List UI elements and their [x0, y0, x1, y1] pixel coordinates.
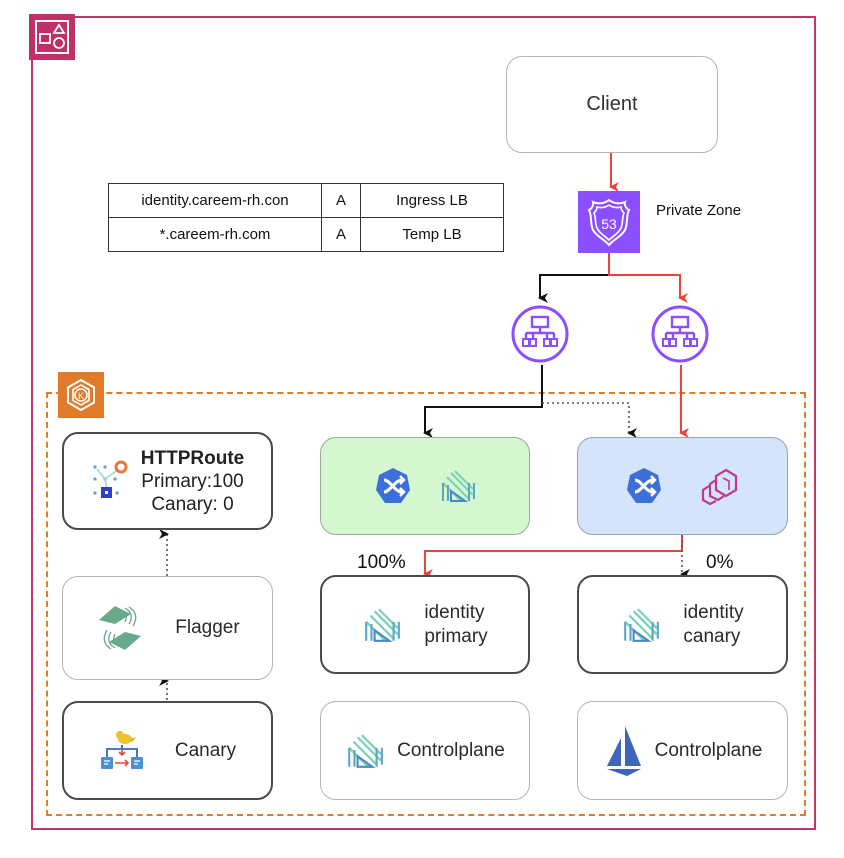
route53-to-temp-lb-arrow: [608, 253, 688, 303]
client-node[interactable]: Client: [506, 56, 718, 153]
eks-cluster-icon: K: [58, 372, 104, 418]
linkerd-gateway-node[interactable]: [320, 437, 530, 535]
route53-shield-icon: 53: [587, 198, 631, 247]
load-balancer-icon: [651, 305, 709, 363]
flagger-label: Flagger: [175, 617, 240, 638]
httproute-title: HTTPRoute: [140, 447, 245, 469]
client-label: Client: [586, 93, 638, 115]
linkerd-icon: [624, 607, 660, 642]
dns-record-type: A: [321, 217, 361, 252]
linkerd-controlplane[interactable]: Controlplane: [320, 701, 530, 800]
dns-record-name: identity.careem-rh.con: [108, 183, 322, 218]
dns-record-target: Temp LB: [360, 217, 504, 252]
dns-record-row: identity.careem-rh.con A Ingress LB: [108, 183, 504, 218]
httproute-primary-weight: Primary:100: [141, 470, 244, 492]
canary-bird-icon: [100, 730, 143, 769]
private-zone-label: Private Zone: [656, 202, 742, 219]
canary-label: Canary: [174, 739, 237, 761]
controlplane-label: Controlplane: [654, 739, 763, 761]
kubernetes-ingress-icon: [626, 468, 661, 503]
identity-canary-service[interactable]: identity canary: [577, 575, 788, 674]
istio-icon: [606, 725, 641, 776]
gateway-to-primary-arrow: [423, 535, 683, 579]
service-name-line2: primary: [424, 625, 488, 647]
group-shapes-icon: [29, 14, 75, 60]
route53-node[interactable]: 53: [578, 191, 640, 253]
httproute-icon: [93, 460, 128, 498]
outer-group-frame: [31, 16, 816, 830]
kubernetes-ingress-icon: [376, 468, 410, 503]
envoy-gateway-node[interactable]: [577, 437, 788, 535]
ingress-load-balancer[interactable]: [510, 304, 570, 364]
linkerd-icon: [365, 607, 401, 642]
flagger-node[interactable]: Flagger: [62, 576, 273, 680]
dns-record-name: *.careem-rh.com: [108, 217, 322, 252]
envoy-icon: [701, 468, 737, 506]
ingress-lb-to-envoy-gateway-dotted-arrow: [542, 402, 637, 438]
controlplane-label: Controlplane: [397, 739, 505, 761]
canary-resource-node[interactable]: Canary: [62, 701, 273, 800]
service-name-line2: canary: [683, 625, 741, 647]
svg-text:K: K: [78, 391, 84, 401]
identity-primary-service[interactable]: identity primary: [320, 575, 530, 674]
temp-load-balancer[interactable]: [650, 304, 710, 364]
linkerd-icon: [442, 470, 475, 502]
route53-to-ingress-lb-arrow: [538, 253, 610, 303]
istio-controlplane[interactable]: Controlplane: [577, 701, 788, 800]
linkerd-icon: [348, 733, 384, 768]
flagger-icon: [99, 606, 142, 650]
svg-text:53: 53: [601, 216, 617, 232]
httproute-node[interactable]: HTTPRoute Primary:100 Canary: 0: [62, 432, 273, 530]
kubernetes-cluster-frame: [46, 392, 806, 816]
ingress-lb-to-linkerd-gateway-arrow: [423, 365, 543, 438]
httproute-canary-weight: Canary: 0: [151, 493, 234, 515]
dns-records-table: identity.careem-rh.con A Ingress LB *.ca…: [108, 183, 504, 252]
service-name-line1: identity: [683, 601, 744, 623]
service-name-line1: identity: [424, 601, 485, 623]
primary-traffic-percent: 100%: [357, 552, 406, 573]
dns-record-row: *.careem-rh.com A Temp LB: [108, 217, 504, 252]
dns-record-type: A: [321, 183, 361, 218]
dns-record-target: Ingress LB: [360, 183, 504, 218]
canary-traffic-percent: 0%: [706, 552, 734, 573]
load-balancer-icon: [511, 305, 569, 363]
